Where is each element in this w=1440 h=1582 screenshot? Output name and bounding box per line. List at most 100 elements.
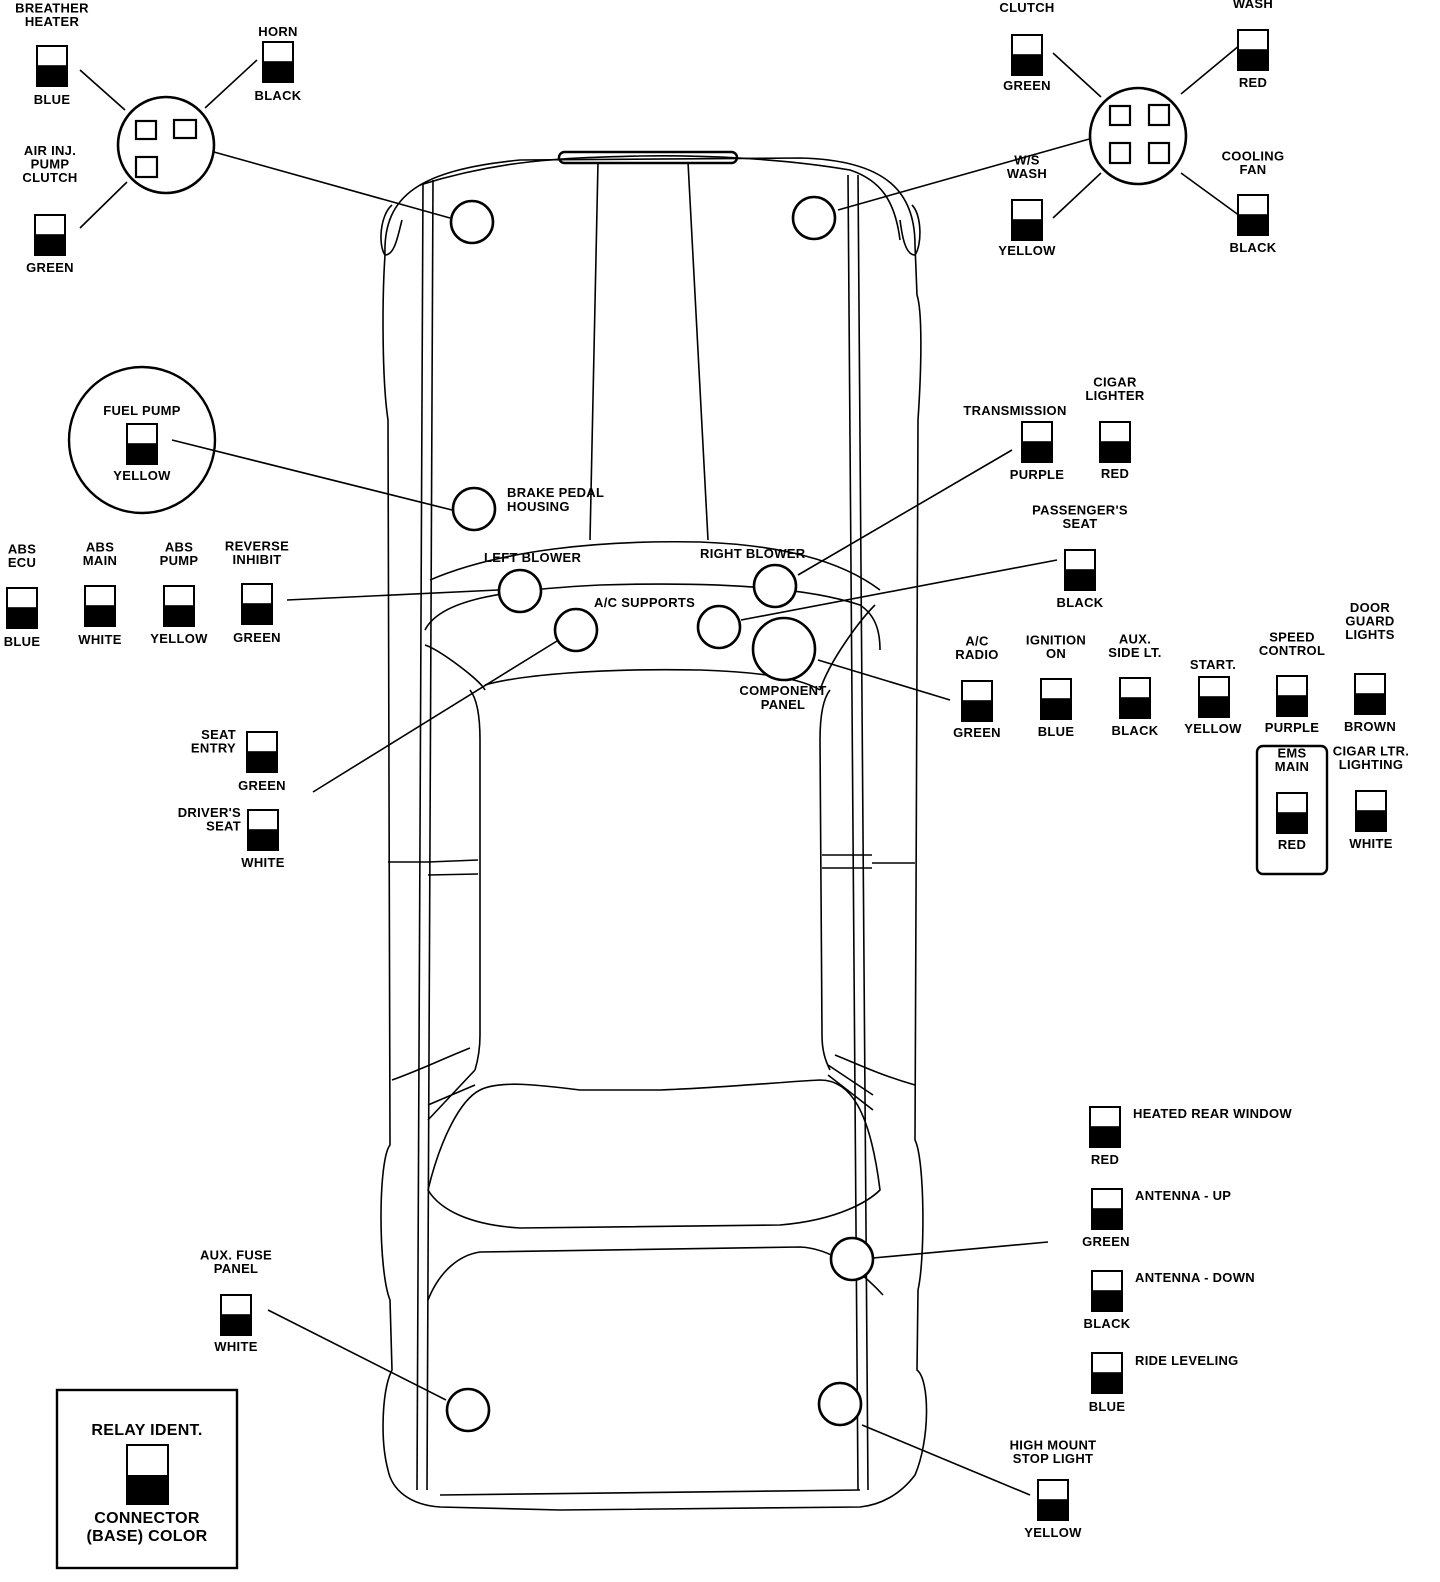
relay-connector-color: BLACK [255, 88, 302, 103]
relay-connector-color: GREEN [233, 630, 281, 645]
relay-connector-color: BLUE [1038, 724, 1075, 739]
relay-base-connector [35, 234, 65, 255]
relay-name-label: PANEL [214, 1261, 259, 1276]
relay-name-label: DOOR [1350, 600, 1391, 615]
right-blower-location[interactable] [752, 563, 798, 609]
relay-base-connector [1065, 569, 1095, 590]
brake-pedal-housing-label: BRAKE PEDAL [507, 485, 604, 500]
relay-connector-color: BLUE [1089, 1399, 1126, 1414]
relay-base-connector [242, 603, 272, 624]
relay-name-label: CLUTCH [999, 0, 1054, 15]
relay-base-connector [7, 607, 37, 628]
rear-left-location[interactable] [445, 1387, 491, 1433]
relay-connector-color: YELLOW [150, 631, 208, 646]
relay-name-label: ANTENNA - DOWN [1135, 1270, 1255, 1285]
relay-connector-color: PURPLE [1265, 720, 1320, 735]
relay-name-label: STOP LIGHT [1013, 1451, 1094, 1466]
relay-name-label: SEAT [206, 819, 241, 834]
ac-supports-right-location[interactable] [696, 604, 742, 650]
trunk-relay-location[interactable] [829, 1236, 875, 1282]
relay-base-connector [1092, 1372, 1122, 1393]
relay-connector-color: WHITE [78, 632, 121, 647]
legend: RELAY IDENT. CONNECTOR (BASE) COLOR [55, 1388, 239, 1570]
relay-connector-color: YELLOW [1184, 721, 1242, 736]
relay-base-connector [1199, 696, 1229, 717]
relay-base-connector [1012, 54, 1042, 75]
relay-name-label: HEATER [25, 14, 80, 29]
relay-base-connector [1277, 695, 1307, 716]
relay-base-connector [1356, 810, 1386, 831]
relay-connector-color: GREEN [238, 778, 286, 793]
relay-name-label: BREATHER [15, 1, 89, 16]
relay-name-label: LIGHTS [1345, 627, 1394, 642]
relay-name-label: TRANSMISSION [963, 403, 1066, 418]
component-panel-location[interactable] [751, 616, 817, 682]
legend-bottom-label-1: CONNECTOR [94, 1510, 200, 1527]
relay-connector-color: RED [1278, 837, 1306, 852]
legend-bottom-label-2: (BASE) COLOR [87, 1528, 208, 1545]
relay-name-label: CONTROL [1259, 643, 1325, 658]
socket-icon [1108, 141, 1132, 165]
relay-name-label: AIR INJ. [24, 143, 76, 158]
relay-name-label: WASH [1233, 0, 1273, 11]
relay-name-label: MAIN [83, 553, 117, 568]
relay-name-label: LIGHTING [1339, 757, 1404, 772]
relay-hl-power-wash[interactable]: H.L POWERWASHRED [1215, 0, 1291, 90]
relay-aux-side-lt[interactable]: AUX.SIDE LT.BLACK [1108, 632, 1161, 739]
relay-name-label: PUMP [31, 157, 70, 172]
socket-icon [1108, 104, 1132, 127]
relay-connector-color: YELLOW [113, 468, 171, 483]
relay-name-label: ABS [8, 542, 36, 557]
front-right-location[interactable] [791, 195, 837, 241]
relay-name-label: AUX. [1119, 632, 1151, 647]
ac-supports-left-location[interactable] [553, 607, 599, 653]
relay-start[interactable]: START.YELLOW [1184, 657, 1242, 736]
relay-name-label: FUEL PUMP [103, 403, 181, 418]
front-left-location[interactable] [449, 199, 495, 245]
ems-main-box [1255, 744, 1329, 876]
relay-base-connector [1022, 441, 1052, 462]
relay-name-label: DRIVER'S [178, 805, 241, 820]
brake-pedal-housing-location[interactable] [451, 486, 497, 532]
relay-fuel-pump[interactable]: FUEL PUMP YELLOW [103, 403, 181, 483]
relay-connector-color: RED [1239, 75, 1267, 90]
component-panel-label-2: PANEL [761, 697, 806, 712]
front-left-relay-block[interactable] [116, 95, 216, 195]
rear-right-location[interactable] [817, 1381, 863, 1427]
front-right-relay-block[interactable] [1088, 86, 1188, 186]
relay-ac-clutch[interactable]: A/CCLUTCHGREEN [999, 0, 1054, 93]
left-blower-location[interactable] [497, 568, 543, 614]
legend-relay-base [127, 1475, 168, 1504]
relay-name-label: IGNITION [1026, 633, 1086, 648]
relay-name-label: SEAT [201, 727, 236, 742]
relay-name-label: ABS [86, 540, 114, 555]
relay-name-label: SIDE LT. [1108, 645, 1161, 660]
